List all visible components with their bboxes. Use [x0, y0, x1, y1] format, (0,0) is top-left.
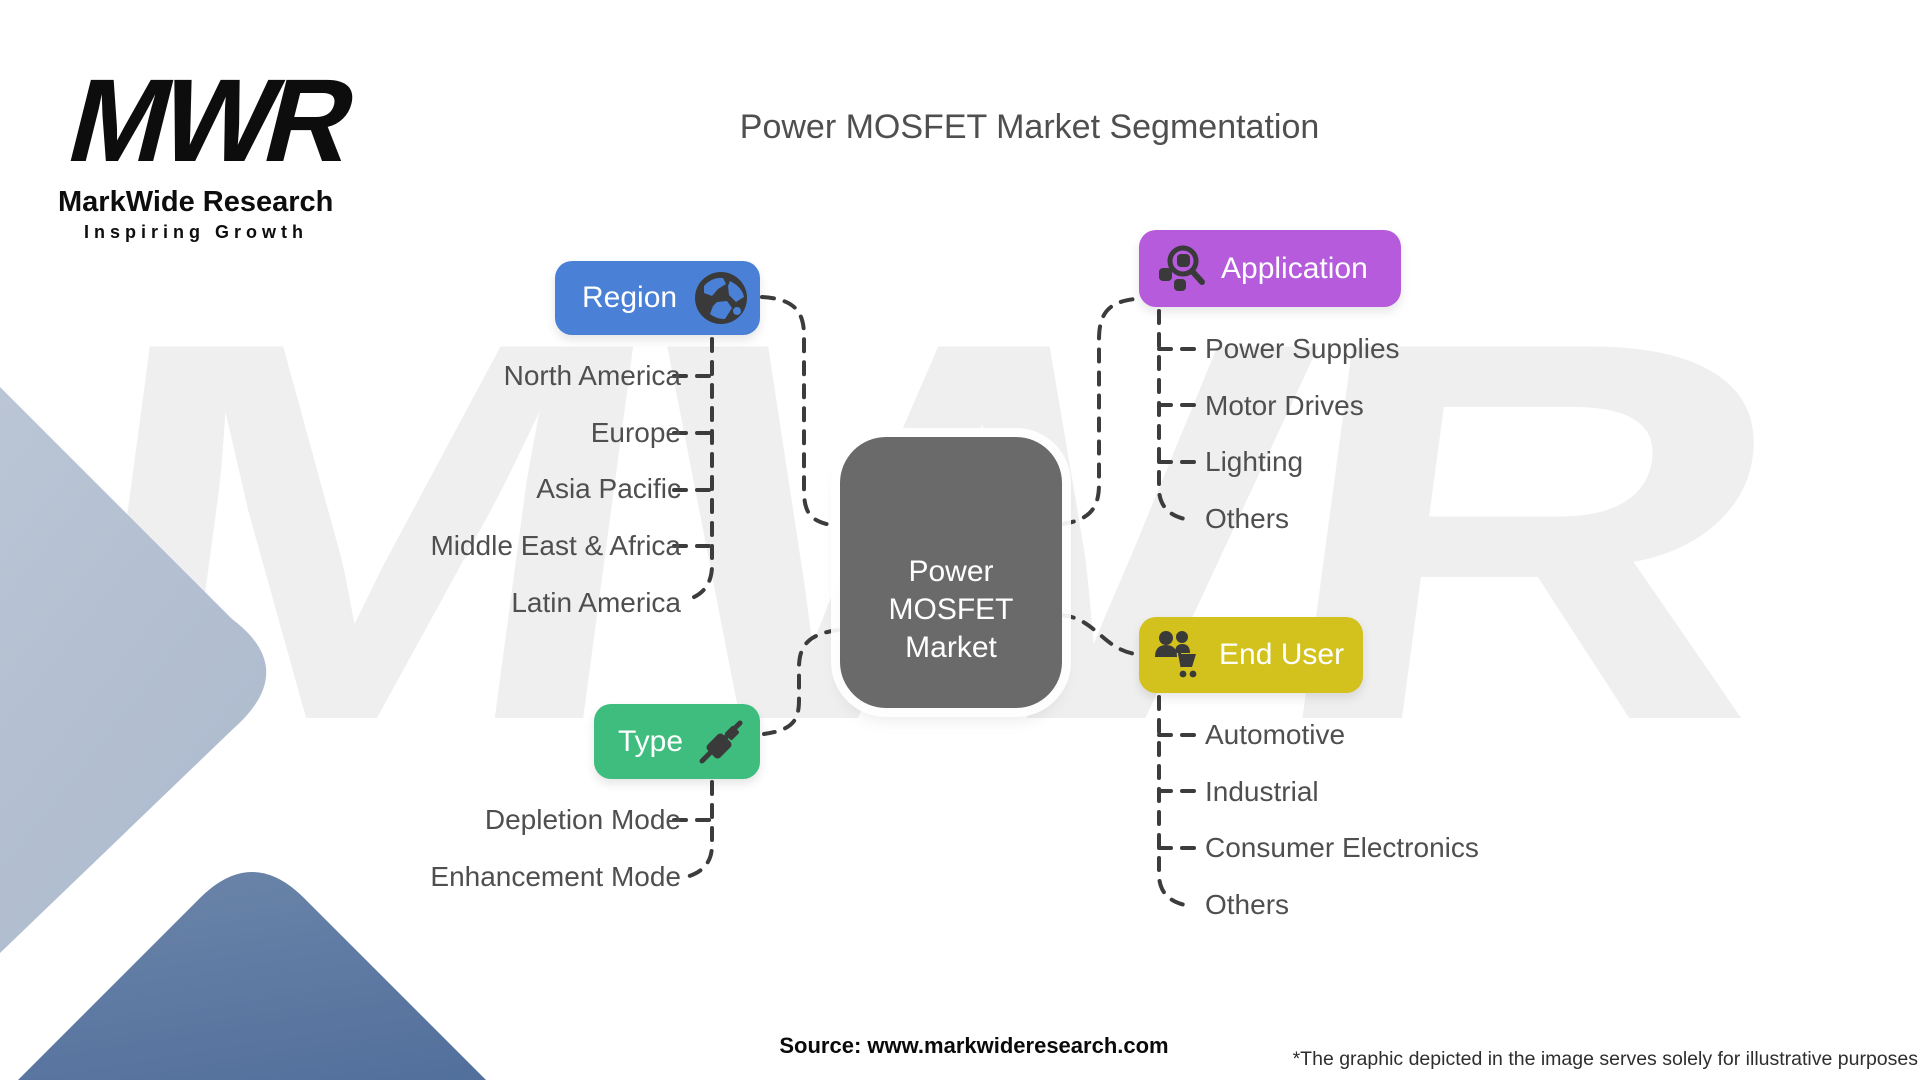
- segment-item: Europe: [590, 416, 681, 448]
- segment-item: Automotive: [1205, 719, 1346, 751]
- application-items: Power Supplies Motor Drives Lighting Oth…: [1205, 321, 1400, 547]
- logo: MWR MarkWide Research Inspiring Growth: [56, 55, 363, 243]
- segment-item: Enhancement Mode: [430, 860, 681, 892]
- connector-center-to-application: [1060, 297, 1137, 526]
- people-cart-icon: [1155, 631, 1197, 678]
- application-node-label: Application: [1221, 251, 1368, 285]
- connector-center-to-type: [762, 628, 840, 736]
- region-items: North America Europe Asia Pacific Middle…: [430, 348, 681, 631]
- source-text: Source: www.markwideresearch.com: [779, 1033, 1169, 1058]
- segment-item: Middle East & Africa: [430, 530, 681, 562]
- connector-enduser-trunk: [1157, 695, 1187, 907]
- type-items: Depletion Mode Enhancement Mode: [430, 792, 681, 905]
- disclaimer-text: *The graphic depicted in the image serve…: [1292, 1048, 1918, 1070]
- center-node-line: MOSFET: [888, 592, 1014, 626]
- connector-type-trunk: [684, 780, 714, 879]
- segment-item: Others: [1205, 503, 1290, 535]
- segment-item: Lighting: [1205, 446, 1304, 478]
- connector-region-to-center: [760, 295, 838, 528]
- enduser-items: Automotive Industrial Consumer Electroni…: [1205, 707, 1479, 933]
- segment-item: Others: [1205, 889, 1290, 921]
- connector-center-to-enduser: [1060, 613, 1137, 656]
- light-diamond-shape: [0, 387, 267, 953]
- segment-item: Consumer Electronics: [1205, 832, 1479, 864]
- magnifier-audit-icon: [1159, 245, 1205, 291]
- logo-name: MarkWide Research: [58, 186, 334, 218]
- segment-item: Motor Drives: [1205, 389, 1364, 421]
- enduser-node: End User: [1139, 617, 1363, 693]
- enduser-node-label: End User: [1219, 638, 1345, 671]
- center-node-line: Power: [908, 554, 994, 588]
- globe-icon: [695, 272, 747, 324]
- connector-application-trunk: [1157, 309, 1187, 521]
- center-node-line: Market: [905, 630, 997, 664]
- dark-mountain-shape: [18, 872, 486, 1080]
- type-node-label: Type: [618, 724, 684, 758]
- connector-region-trunk: [684, 337, 714, 602]
- page-title: Power MOSFET Market Segmentation: [739, 108, 1320, 146]
- segment-item: Industrial: [1205, 775, 1319, 807]
- center-node: Power MOSFET Market: [840, 437, 1062, 708]
- type-node: Type: [594, 704, 760, 779]
- segment-item: North America: [503, 360, 681, 392]
- segment-item: Asia Pacific: [536, 473, 681, 505]
- segment-item: Latin America: [511, 586, 681, 618]
- logo-tagline: Inspiring Growth: [84, 222, 308, 242]
- segment-item: Power Supplies: [1205, 333, 1400, 365]
- region-node-label: Region: [582, 281, 678, 314]
- plug-icon: [699, 720, 743, 763]
- logo-mark: MWR: [56, 55, 364, 187]
- region-node: Region: [555, 261, 760, 335]
- segment-item: Depletion Mode: [484, 804, 681, 836]
- application-node: Application: [1139, 230, 1401, 307]
